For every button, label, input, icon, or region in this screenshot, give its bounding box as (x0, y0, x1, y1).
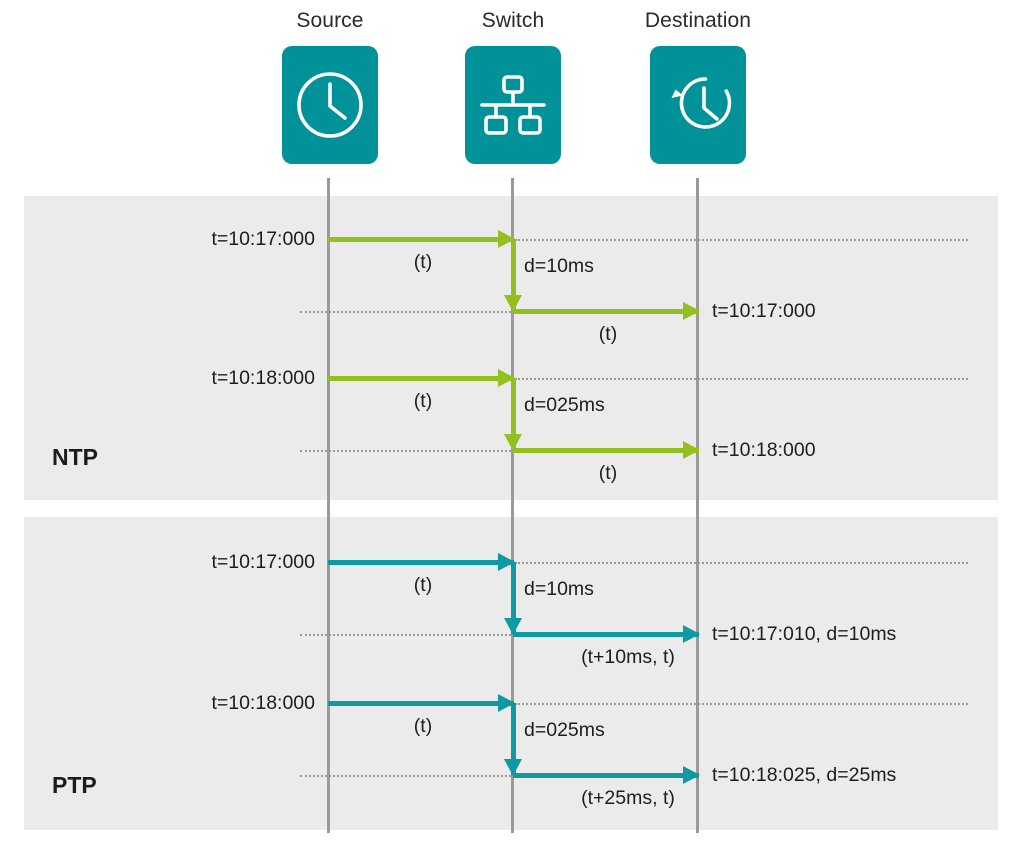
ptp-1-deliver-label: (t+10ms, t) (581, 646, 675, 668)
ntp-1-dest-time: t=10:17:000 (712, 300, 816, 322)
ptp-2-deliver-arrow (513, 766, 700, 784)
node-switch-label: Switch (481, 9, 545, 32)
guide-ntp-2-send (515, 378, 968, 380)
node-source: Source (255, 8, 405, 164)
ntp-2-dest-time: t=10:18:000 (712, 439, 816, 461)
guide-ntp-1-send (515, 239, 968, 241)
ptp-2-send-label: (t) (413, 715, 433, 737)
guide-ntp-1-deliver (300, 311, 515, 313)
node-destination: Destination (623, 8, 773, 164)
lifeline-switch (511, 178, 514, 833)
ntp-2-deliver-arrow (513, 441, 700, 459)
band-label-ptp: PTP (52, 772, 97, 798)
ntp-2-delay-arrow (504, 378, 522, 451)
ptp-1-delay-label: d=10ms (524, 578, 594, 600)
node-switch-box (465, 46, 561, 164)
ptp-2-delay-label: d=025ms (524, 719, 605, 741)
guide-ptp-1-send (515, 562, 968, 564)
clock-icon (290, 65, 370, 145)
ntp-1-deliver-arrow (513, 302, 700, 320)
guide-ptp-2-send (515, 703, 968, 705)
lifeline-destination (696, 178, 699, 833)
ptp-2-delay-arrow (504, 703, 522, 776)
ntp-1-delay-label: d=10ms (524, 255, 594, 277)
ptp-1-dest-time: t=10:17:010, d=10ms (712, 623, 897, 645)
ntp-1-send-label: (t) (413, 251, 433, 273)
ntp-1-delay-arrow (504, 239, 522, 312)
ntp-2-deliver-label: (t) (598, 462, 618, 484)
ntp-1-source-time: t=10:17:000 (211, 228, 315, 250)
node-source-label: Source (296, 9, 364, 32)
lifeline-source (327, 178, 330, 833)
node-destination-label: Destination (644, 9, 752, 32)
ptp-2-dest-time: t=10:18:025, d=25ms (712, 764, 897, 786)
ntp-2-delay-label: d=025ms (524, 394, 605, 416)
ntp-2-source-time: t=10:18:000 (211, 367, 315, 389)
ptp-1-send-label: (t) (413, 574, 433, 596)
node-destination-box (650, 46, 746, 164)
ptp-1-delay-arrow (504, 562, 522, 635)
ptp-2-send-arrow (328, 694, 515, 712)
ptp-1-source-time: t=10:17:000 (211, 551, 315, 573)
guide-ptp-2-deliver (300, 775, 515, 777)
node-source-box (282, 46, 378, 164)
ntp-2-send-arrow (328, 369, 515, 387)
ntp-2-send-label: (t) (413, 390, 433, 412)
guide-ntp-2-deliver (300, 450, 515, 452)
network-switch-icon (473, 65, 553, 145)
ptp-1-send-arrow (328, 553, 515, 571)
clock-rewind-icon (658, 65, 738, 145)
ptp-2-deliver-label: (t+25ms, t) (581, 787, 675, 809)
node-switch: Switch (438, 8, 588, 164)
band-label-ntp: NTP (52, 444, 98, 470)
ntp-1-deliver-label: (t) (598, 323, 618, 345)
ptp-1-deliver-arrow (513, 625, 700, 643)
ptp-2-source-time: t=10:18:000 (211, 692, 315, 714)
guide-ptp-1-deliver (300, 634, 515, 636)
ntp-1-send-arrow (328, 230, 515, 248)
